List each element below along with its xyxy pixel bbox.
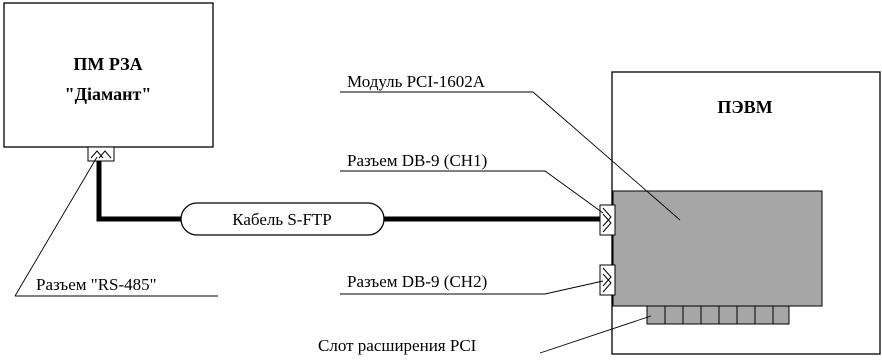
cable-line — [96, 161, 600, 222]
db9-ch2-connector-icon — [599, 264, 616, 296]
cable-label: Кабель S-FTP — [232, 210, 332, 229]
db9-ch1-label: Разъем DB-9 (CH1) — [347, 151, 487, 170]
db9-ch1-connector-icon — [599, 204, 616, 236]
pci-module-card — [612, 190, 823, 307]
device-box — [3, 2, 214, 148]
rs485-label: Разъем "RS-485" — [36, 275, 157, 294]
device-title-line1: ПМ РЗА — [73, 54, 142, 74]
module-label: Модуль PCI-1602A — [347, 72, 486, 91]
db9-ch2-leader-line — [340, 280, 604, 295]
pci-expansion-slot — [646, 305, 790, 325]
db9-ch2-label: Разъем DB-9 (CH2) — [347, 272, 487, 291]
db9-ch1-leader-line — [340, 170, 604, 214]
rs485-connector-icon — [87, 146, 115, 162]
pci-slot-label: Слот расширения PCI — [318, 336, 477, 355]
pc-title: ПЭВМ — [717, 97, 772, 117]
module-leader-line — [340, 91, 681, 221]
device-title-line2: "Діамант" — [65, 84, 152, 104]
rs485-leader-line — [14, 156, 98, 297]
cable-capsule — [180, 202, 385, 236]
pci-slot-leader-line — [539, 315, 652, 354]
